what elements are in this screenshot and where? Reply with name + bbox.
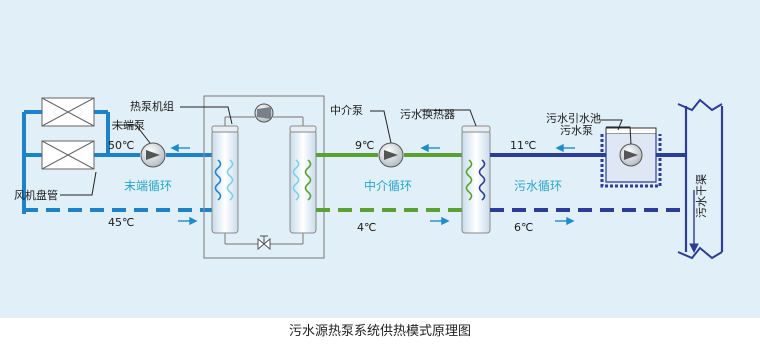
- fan-coil-unit-lower: [41, 140, 95, 170]
- diagram-caption: 污水源热泵系统供热模式原理图: [289, 324, 471, 339]
- loop-label-sewage: 污水循环: [514, 179, 562, 193]
- intermediate-pump-icon: [378, 142, 404, 168]
- temp-terminal-supply: 50℃: [108, 139, 134, 152]
- intermediate-loop-pipes: [316, 153, 462, 212]
- fan-coil-unit-upper: [41, 97, 95, 127]
- label-sewage-heat-exchanger: 污水换热器: [400, 107, 455, 121]
- condenser-heat-exchanger: [211, 125, 239, 234]
- label-intermediate-pump: 中介泵: [330, 104, 363, 117]
- label-sewage-intake-pool: 污水引水池: [546, 111, 601, 125]
- label-sewage-pump: 污水泵: [560, 124, 593, 137]
- leader-lines: [60, 106, 632, 196]
- temp-intermediate-supply: 9℃: [355, 139, 374, 152]
- sewage-heat-exchanger: [461, 125, 491, 234]
- heat-pump-unit-frame: [203, 95, 325, 259]
- label-terminal-pump: 末端泵: [112, 118, 145, 132]
- evaporator-heat-exchanger: [289, 125, 317, 234]
- label-sewage-main-channel: 污水干渠: [695, 174, 708, 218]
- terminal-pump-icon: [140, 142, 166, 168]
- sewage-pump-icon: [619, 143, 643, 167]
- label-fan-coil: 风机盘管: [14, 188, 58, 202]
- sewage-main-channel: [677, 98, 724, 260]
- loop-label-intermediate: 中介循环: [364, 178, 412, 193]
- flow-arrows: [170, 143, 575, 226]
- temp-sewage-supply: 11℃: [510, 139, 536, 152]
- temp-sewage-return: 6℃: [514, 221, 533, 234]
- label-heat-pump-unit: 热泵机组: [130, 99, 174, 113]
- compressor-icon: [254, 103, 274, 123]
- terminal-loop-pipes: [22, 110, 212, 214]
- expansion-valve-icon: [257, 235, 271, 251]
- temp-terminal-return: 45℃: [108, 216, 134, 229]
- loop-label-terminal: 末端循环: [124, 179, 172, 193]
- temp-intermediate-return: 4℃: [357, 221, 376, 234]
